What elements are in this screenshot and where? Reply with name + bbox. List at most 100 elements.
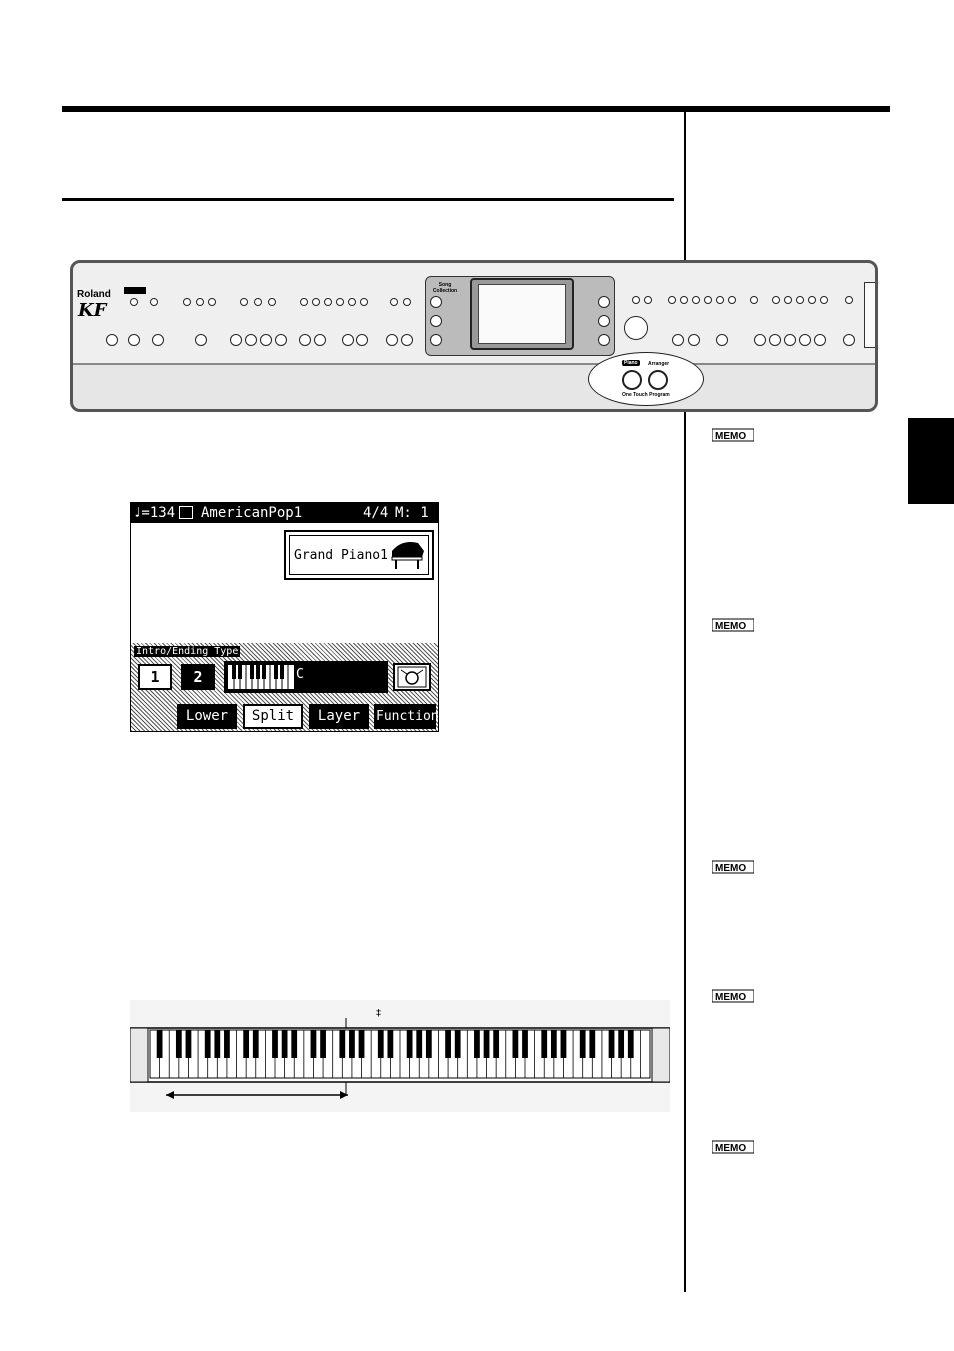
performance-pad[interactable] — [260, 334, 272, 346]
panel-button[interactable] — [130, 298, 138, 306]
power-badge — [124, 287, 146, 294]
performance-pad[interactable] — [275, 334, 287, 346]
panel-button[interactable] — [312, 298, 320, 306]
panel-button[interactable] — [750, 296, 758, 304]
performance-pad[interactable] — [230, 334, 242, 346]
panel-button[interactable] — [348, 298, 356, 306]
panel-button[interactable] — [324, 298, 332, 306]
intro-type-2-button[interactable]: 2 — [181, 664, 215, 690]
recorder-button[interactable] — [814, 334, 826, 346]
panel-knob[interactable] — [672, 334, 684, 346]
tab-layer[interactable]: Layer — [309, 704, 369, 729]
panel-button[interactable] — [796, 296, 804, 304]
mini-keyboard-icon — [228, 665, 294, 689]
recorder-button[interactable] — [769, 334, 781, 346]
panel-display-screen — [478, 284, 566, 344]
intro-type-1-button[interactable]: 1 — [138, 664, 172, 690]
panel-button[interactable] — [208, 298, 216, 306]
tone-button[interactable] — [668, 296, 676, 304]
black-key — [541, 1030, 548, 1058]
volume-knob[interactable] — [128, 334, 140, 346]
tone-button-label[interactable]: Grand Piano1 — [289, 535, 429, 575]
panel-button[interactable] — [784, 296, 792, 304]
split-point-display[interactable]: C — [224, 661, 388, 693]
black-key — [589, 1030, 596, 1058]
piano-button[interactable] — [622, 370, 642, 390]
tab-lower[interactable]: Lower — [177, 704, 237, 729]
recorder-button[interactable] — [799, 334, 811, 346]
black-key — [406, 1030, 413, 1058]
display-button[interactable] — [598, 334, 610, 346]
panel-button[interactable] — [820, 296, 828, 304]
panel-button[interactable] — [360, 298, 368, 306]
panel-button[interactable] — [772, 296, 780, 304]
panel-button[interactable] — [300, 298, 308, 306]
tone-button[interactable] — [728, 296, 736, 304]
grand-piano-icon — [391, 542, 424, 569]
black-key — [224, 1030, 230, 1058]
panel-button[interactable] — [196, 298, 204, 306]
song-button[interactable] — [430, 334, 442, 346]
tab-split[interactable]: Split — [243, 704, 303, 729]
drum-set-button[interactable] — [393, 663, 431, 691]
panel-button[interactable] — [268, 298, 276, 306]
tone-button-frame[interactable] — [284, 530, 434, 580]
panel-button[interactable] — [845, 296, 853, 304]
value-dial[interactable] — [624, 316, 648, 340]
drum-icon — [397, 666, 427, 688]
black-key — [252, 1030, 259, 1058]
lcd-header: ♩=134 AmericanPop1 4/4 M: 1 — [131, 503, 438, 523]
svg-text:MEMO: MEMO — [715, 621, 746, 632]
panel-knob[interactable] — [401, 334, 413, 346]
panel-button[interactable] — [336, 298, 344, 306]
panel-knob[interactable] — [195, 334, 207, 346]
panel-button[interactable] — [403, 298, 411, 306]
beat-readout: 4/4 — [363, 505, 389, 521]
one-touch-callout — [588, 352, 704, 406]
tone-button[interactable] — [716, 296, 724, 304]
panel-knob[interactable] — [688, 334, 700, 346]
black-key — [416, 1030, 423, 1058]
panel-knob[interactable] — [843, 334, 855, 346]
display-button[interactable] — [598, 315, 610, 327]
black-key — [358, 1030, 365, 1058]
panel-knob[interactable] — [342, 334, 354, 346]
panel-button[interactable] — [150, 298, 158, 306]
memo-icon: MEMO — [711, 618, 755, 637]
black-key — [204, 1030, 211, 1058]
song-collection-label: Song Collection — [432, 282, 458, 294]
black-key — [608, 1030, 615, 1058]
performance-pad[interactable] — [245, 334, 257, 346]
panel-knob[interactable] — [356, 334, 368, 346]
tab-functions[interactable]: Functions — [374, 704, 446, 729]
song-button[interactable] — [430, 315, 442, 327]
volume-knob[interactable] — [106, 334, 118, 346]
tone-button[interactable] — [704, 296, 712, 304]
tone-button[interactable] — [692, 296, 700, 304]
black-key — [522, 1030, 528, 1058]
panel-button[interactable] — [644, 296, 652, 304]
brand-logo: Roland — [77, 289, 111, 300]
song-button[interactable] — [430, 296, 442, 308]
tone-button[interactable] — [680, 296, 688, 304]
panel-button[interactable] — [808, 296, 816, 304]
panel-button[interactable] — [183, 298, 191, 306]
black-key — [445, 1030, 451, 1058]
display-button[interactable] — [598, 296, 610, 308]
black-key — [387, 1030, 394, 1058]
panel-knob[interactable] — [314, 334, 326, 346]
arranger-button[interactable] — [648, 370, 668, 390]
volume-knob[interactable] — [152, 334, 164, 346]
panel-knob[interactable] — [299, 334, 311, 346]
panel-button[interactable] — [632, 296, 640, 304]
recorder-button[interactable] — [784, 334, 796, 346]
panel-button[interactable] — [390, 298, 398, 306]
arranger-label: Arranger — [648, 361, 670, 367]
svg-text:MEMO: MEMO — [715, 1143, 746, 1154]
top-rule — [62, 106, 890, 112]
panel-knob[interactable] — [386, 334, 398, 346]
panel-button[interactable] — [254, 298, 262, 306]
panel-button[interactable] — [240, 298, 248, 306]
panel-knob[interactable] — [716, 334, 728, 346]
recorder-button[interactable] — [754, 334, 766, 346]
